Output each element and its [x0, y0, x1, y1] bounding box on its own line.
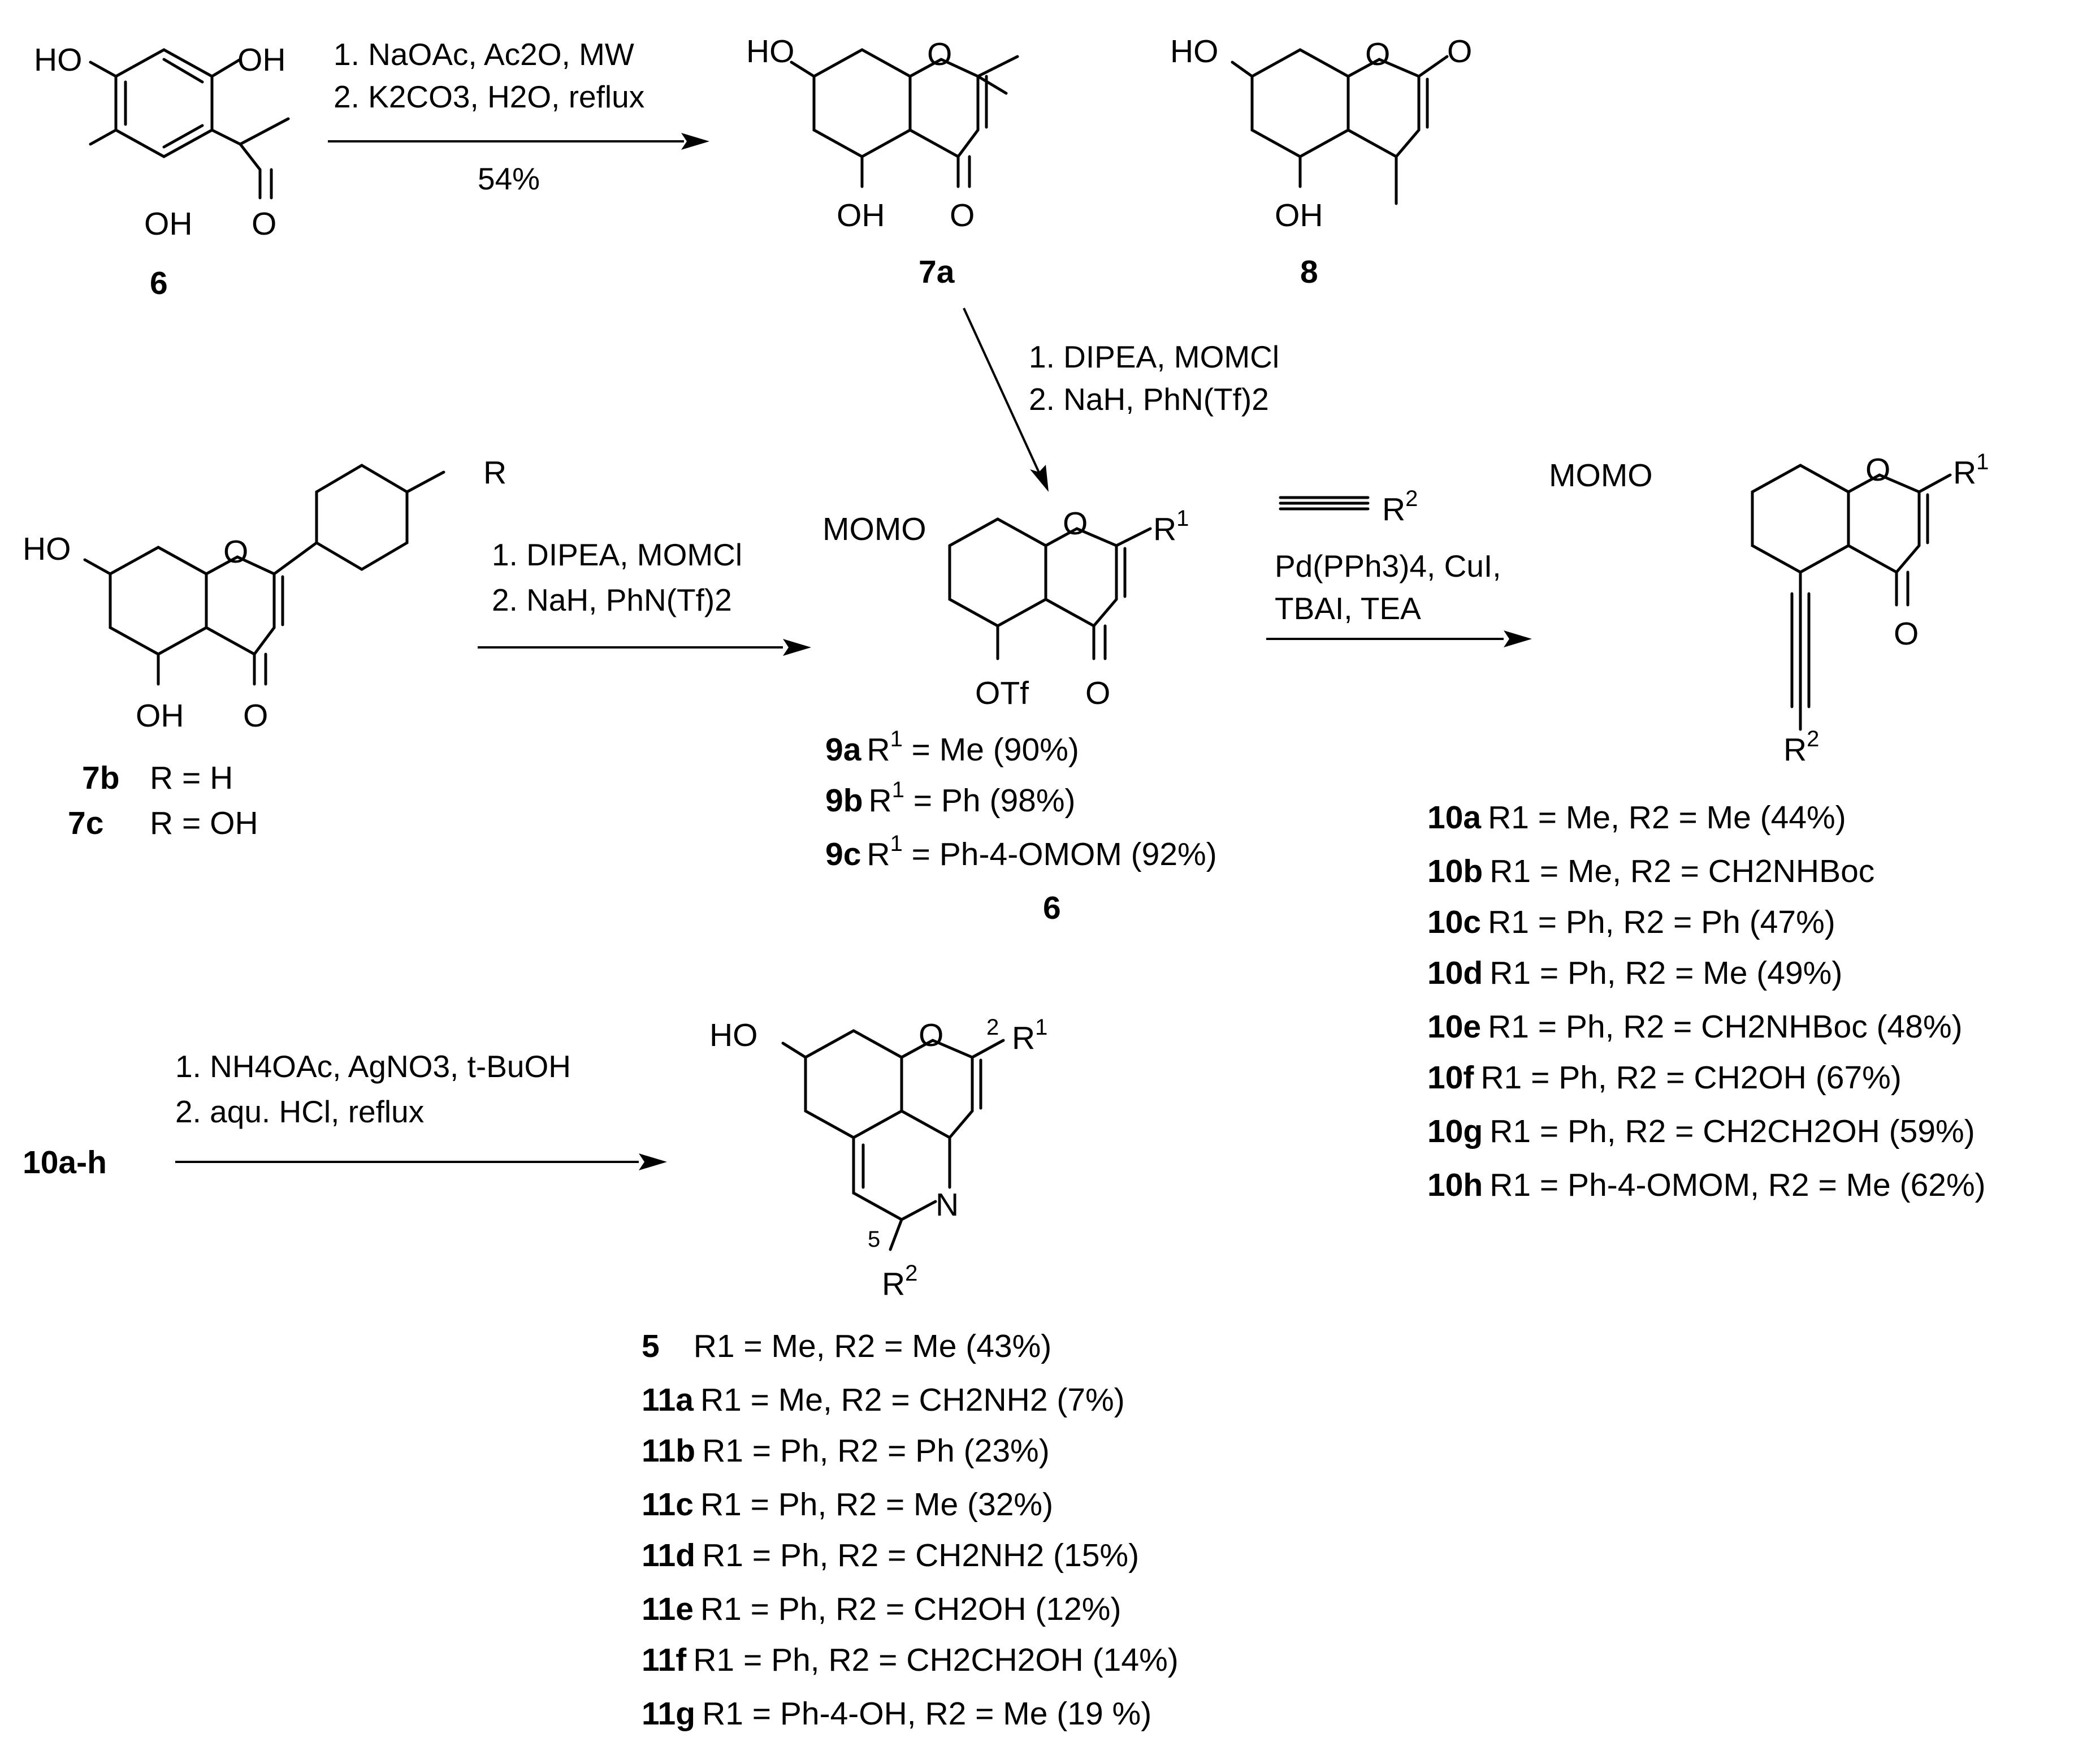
reaction-4-alkyne-r2: R2 [1382, 486, 1418, 528]
compound-7bc-r: R [483, 455, 506, 491]
compound-11-position-5: 5 [868, 1227, 880, 1252]
compound-11-r1: R1 [1012, 1015, 1047, 1056]
compound-10-ring-o: O [1865, 452, 1890, 488]
compound-7a-carbonyl-o: O [950, 197, 975, 234]
reaction-2-condition-1: 1. DIPEA, MOMCl [1029, 339, 1279, 374]
compound-7b-text: R = H [150, 760, 233, 796]
reaction-4-condition-1: Pd(PPh3)4, CuI, [1275, 548, 1501, 583]
reaction-5-condition-2: 2. aqu. HCl, reflux [175, 1094, 424, 1129]
reaction-arrow-2: 1. DIPEA, MOMCl 2. NaH, PhN(Tf)2 [963, 308, 1279, 492]
compound-8-structure: HO O O OH 8 [1170, 33, 1472, 290]
reaction-arrow-1: 1. NaOAc, Ac2O, MW 2. K2CO3, H2O, reflux… [328, 37, 709, 196]
compound-7c-id: 7c [68, 805, 103, 841]
compound-7a-ho: HO [746, 33, 795, 70]
reaction-arrow-3: 1. DIPEA, MOMCl 2. NaH, PhN(Tf)2 [478, 537, 811, 656]
compound-7bc-ring-o: O [223, 534, 248, 570]
compound-7a-structure: HO O OH O 7a [746, 33, 1019, 290]
compound-11-ring-o: O [919, 1017, 943, 1053]
compound-11-n: N [936, 1187, 959, 1223]
compound-11-structure: HO O 2 R1 N 5 R2 [709, 1015, 1047, 1302]
compound-7a-ring-o: O [927, 36, 952, 72]
compound-7b-id: 7b [82, 760, 120, 796]
compound-10-momo: MOMO [1549, 457, 1653, 494]
compound-11-ho: HO [709, 1017, 758, 1053]
compound-6-structure: HO OH OH O 6 [34, 42, 290, 301]
compound-7bc-carbonyl-o: O [243, 698, 268, 734]
reaction-arrow-4: R2 Pd(PPh3)4, CuI, TBAI, TEA [1266, 486, 1532, 647]
compound-6-oh-bottom: OH [144, 206, 193, 242]
compound-9-otf: OTf [975, 675, 1029, 711]
compound-9-ring-o: O [1063, 505, 1088, 542]
compound-10-structure: MOMO O R1 O R2 [1549, 449, 1989, 768]
reaction-5-start-label: 10a-h [23, 1144, 107, 1181]
compound-9-carbonyl-o: O [1085, 675, 1110, 711]
compound-8-ring-o: O [1365, 36, 1390, 72]
compound-8-carbonyl-o: O [1447, 33, 1472, 70]
compound-7bc-ho: HO [23, 531, 71, 567]
compound-7a-label: 7a [919, 254, 955, 290]
compound-6-oh-top: OH [237, 42, 286, 78]
reaction-arrow-5: 10a-h 1. NH4OAc, AgNO3, t-BuOH 2. aqu. H… [23, 1049, 667, 1181]
compound-7a-oh: OH [837, 197, 885, 234]
compound-8-ho: HO [1170, 33, 1219, 70]
compound-7c-text: R = OH [150, 805, 258, 841]
compound-8-label: 8 [1300, 254, 1318, 290]
compound-8-oh: OH [1275, 197, 1323, 234]
compound-11-position-2: 2 [986, 1015, 999, 1040]
compound-10-r2: R2 [1783, 727, 1819, 768]
reaction-1-condition-2: 2. K2CO3, H2O, reflux [334, 79, 644, 114]
reaction-1-yield: 54% [478, 161, 540, 196]
compound-6-ho: HO [34, 42, 83, 78]
reaction-4-condition-2: TBAI, TEA [1275, 591, 1421, 626]
reaction-1-condition-1: 1. NaOAc, Ac2O, MW [334, 37, 634, 72]
compound-9-extra-label: 6 [1043, 890, 1061, 926]
compound-9-momo: MOMO [822, 511, 926, 547]
reaction-2-condition-2: 2. NaH, PhN(Tf)2 [1029, 382, 1269, 417]
compound-10-carbonyl-o: O [1894, 616, 1919, 652]
compound-9-r1: R1 [1153, 506, 1189, 547]
reaction-3-condition-1: 1. DIPEA, MOMCl [492, 537, 742, 572]
compound-7bc-oh: OH [136, 698, 184, 734]
reaction-5-condition-1: 1. NH4OAc, AgNO3, t-BuOH [175, 1049, 571, 1084]
compound-11-r2: R2 [882, 1261, 917, 1302]
compound-10-r1: R1 [1953, 449, 1989, 491]
compound-6-carbonyl-o: O [252, 206, 276, 242]
compound-6-label: 6 [150, 265, 168, 301]
reaction-3-condition-2: 2. NaH, PhN(Tf)2 [492, 582, 732, 617]
compound-7bc-structure: HO O R OH O 7b R = H 7c R = OH [23, 455, 506, 841]
